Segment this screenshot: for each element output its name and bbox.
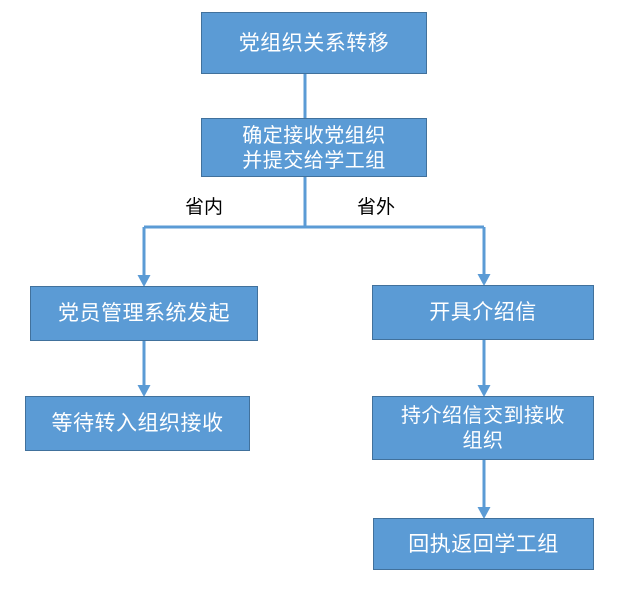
edge-label-in-province-text: 省内 <box>185 196 224 218</box>
node-confirm-label: 确定接收党组织 并提交给学工组 <box>242 123 386 173</box>
node-deliver-label-line1: 持介绍信交到接收 <box>401 403 565 427</box>
node-out-letter-label: 开具介绍信 <box>429 300 537 325</box>
edge-in-province-to-wait-receive <box>137 341 151 397</box>
node-in-province[interactable]: 党员管理系统发起 <box>30 286 258 341</box>
edge-branch-to-in-province <box>137 227 151 287</box>
edge-label-in-province: 省内 <box>185 198 223 217</box>
node-start[interactable]: 党组织关系转移 <box>201 12 427 74</box>
node-confirm-label-line2: 并提交给学工组 <box>242 147 386 172</box>
node-deliver-label-line2: 组织 <box>462 428 504 452</box>
node-confirm-label-line1: 确定接收党组织 <box>242 122 386 147</box>
node-receipt-label: 回执返回学工组 <box>408 531 559 556</box>
edge-deliver-to-receipt <box>477 460 491 519</box>
node-receipt[interactable]: 回执返回学工组 <box>373 518 594 570</box>
node-confirm[interactable]: 确定接收党组织 并提交给学工组 <box>201 118 427 177</box>
edge-label-out-province: 省外 <box>357 198 395 217</box>
edge-out-letter-to-deliver <box>477 340 491 397</box>
node-deliver[interactable]: 持介绍信交到接收 组织 <box>372 396 594 460</box>
node-in-province-label: 党员管理系统发起 <box>58 301 230 326</box>
node-start-label: 党组织关系转移 <box>238 30 390 55</box>
node-out-letter[interactable]: 开具介绍信 <box>372 285 594 340</box>
node-wait-receive[interactable]: 等待转入组织接收 <box>25 396 250 451</box>
node-deliver-label: 持介绍信交到接收 组织 <box>401 403 565 453</box>
edge-branch-to-out-letter <box>477 227 491 286</box>
node-wait-receive-label: 等待转入组织接收 <box>51 411 224 436</box>
edge-label-out-province-text: 省外 <box>357 196 396 218</box>
